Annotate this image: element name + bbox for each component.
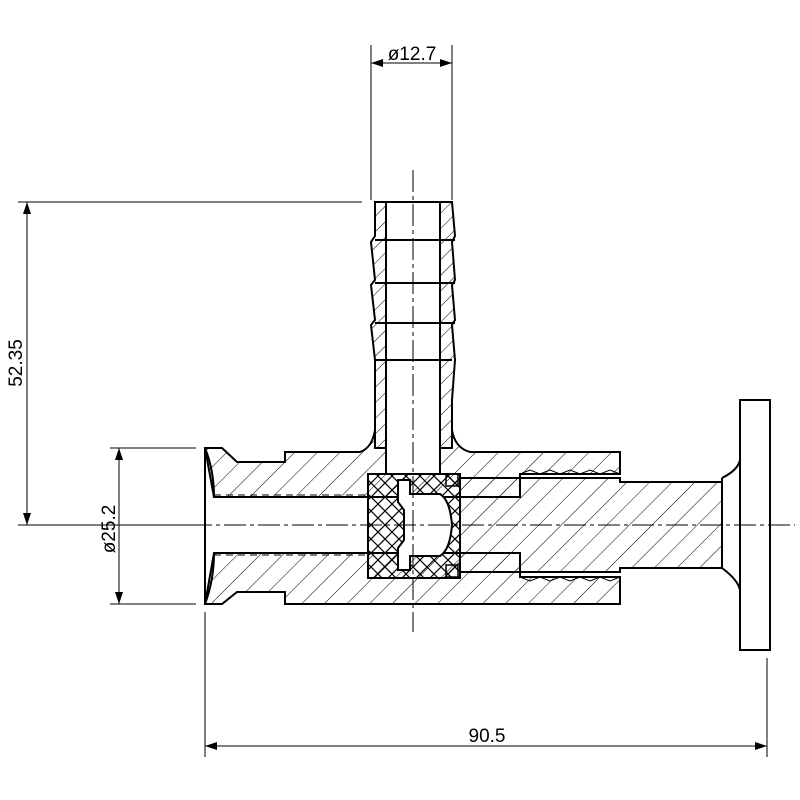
o-ring-top xyxy=(445,473,459,487)
dimension-label-overall-length: 90.5 xyxy=(469,726,506,747)
seal-insert xyxy=(397,479,454,571)
dimension-ferrule-diameter: ø25.2 xyxy=(99,447,196,605)
barbed-tube-right-wall xyxy=(439,201,457,449)
dimension-height: 52.35 xyxy=(6,201,362,526)
dimension-tube-diameter: ø12.7 xyxy=(370,44,453,200)
dimension-overall-length: 90.5 xyxy=(204,612,768,757)
thread-marks xyxy=(519,469,621,582)
o-ring-bottom xyxy=(445,564,459,578)
barbed-tube-left-wall xyxy=(369,201,387,449)
valve-seal xyxy=(367,473,461,579)
dimension-label-ferrule-diameter: ø25.2 xyxy=(99,505,120,554)
dimension-label-height: 52.35 xyxy=(6,339,27,387)
barbed-tube xyxy=(369,201,457,470)
dimension-label-tube-diameter: ø12.7 xyxy=(388,44,437,65)
